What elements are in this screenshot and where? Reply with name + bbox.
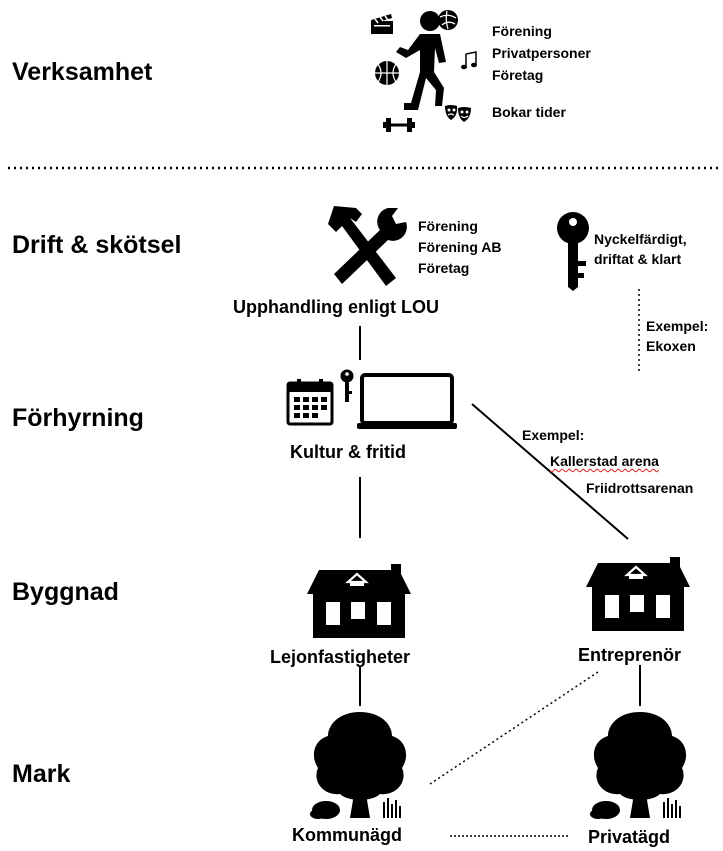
upphandling-label: Upphandling enligt LOU	[233, 297, 439, 317]
bokar-tider-label: Bokar tider	[492, 104, 566, 120]
connector-entreprenor-kommun-dotted	[429, 671, 599, 785]
friidrottsarenan-label: Friidrottsarenan	[586, 480, 694, 496]
film-clapper-icon	[371, 14, 393, 34]
runner-icon	[396, 11, 446, 110]
kultur-fritid-label: Kultur & fritid	[290, 442, 406, 462]
drift-actor-list: Förening Förening AB Företag	[418, 216, 501, 279]
hammer-wrench-icon	[328, 206, 407, 286]
calendar-icon	[286, 379, 334, 426]
kallerstad-arena-label: Kallerstad arena	[550, 453, 659, 469]
row-label-forhyrning: Förhyrning	[12, 404, 144, 432]
ekoxen-exempel-label: Exempel:	[646, 318, 709, 334]
dumbbell-icon	[383, 118, 415, 132]
actor-privatpersoner: Privatpersoner	[492, 45, 591, 61]
arena-exempel-label: Exempel:	[522, 427, 585, 443]
nyckelfardigt-text: Nyckelfärdigt, driftat & klart	[594, 229, 687, 269]
small-key-icon	[340, 369, 354, 402]
nyckelfardigt-line-1: Nyckelfärdigt,	[594, 231, 687, 247]
kallerstad-arena-text: Kallerstad arena	[550, 453, 659, 469]
house-icon-lejon	[307, 564, 411, 638]
laptop-icon	[357, 373, 457, 429]
ekoxen-example: Exempel: Ekoxen	[646, 316, 708, 356]
row-label-mark: Mark	[12, 760, 71, 788]
row-label-drift: Drift & skötsel	[12, 231, 182, 259]
connector-laptop-entreprenor	[471, 403, 629, 540]
tree-icon-privat	[590, 712, 687, 819]
actor-forening: Förening	[492, 23, 552, 39]
ekoxen-label: Ekoxen	[646, 338, 696, 354]
actor-foretag: Företag	[492, 67, 544, 83]
row-label-verksamhet: Verksamhet	[12, 58, 153, 86]
music-note-icon	[461, 51, 477, 70]
house-icon-entreprenor	[586, 557, 690, 631]
privatagd-label: Privatägd	[588, 827, 671, 847]
theater-masks-icon	[445, 105, 471, 122]
drift-actor-forening-ab: Förening AB	[418, 239, 502, 255]
soccer-ball-icon	[438, 10, 458, 30]
kommunagd-label: Kommunägd	[292, 825, 402, 845]
drift-actor-foretag: Företag	[418, 260, 470, 276]
row-label-byggnad: Byggnad	[12, 578, 119, 606]
verksamhet-actor-list: Förening Privatpersoner Företag	[492, 20, 591, 86]
nyckelfardigt-line-2: driftat & klart	[594, 251, 682, 267]
tree-icon-kommun	[310, 712, 407, 819]
key-icon	[557, 212, 589, 291]
entreprenor-label: Entreprenör	[578, 645, 682, 665]
drift-actor-forening: Förening	[418, 218, 478, 234]
lejonfastigheter-label: Lejonfastigheter	[270, 647, 411, 667]
basketball-icon	[375, 61, 399, 85]
